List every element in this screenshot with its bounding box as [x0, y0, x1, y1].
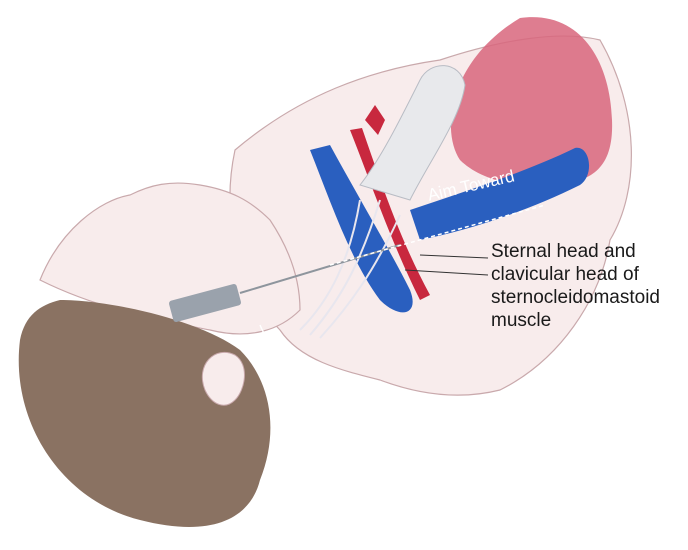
annotation-line-3: sternocleidomastoid	[491, 286, 686, 309]
annotation-line-2: clavicular head of	[491, 263, 686, 286]
annotation-line-1: Sternal head and	[491, 240, 686, 263]
angle-label: 30°	[266, 351, 292, 371]
muscle-annotation: Sternal head and clavicular head of ster…	[491, 240, 686, 332]
annotation-line-4: muscle	[491, 309, 686, 332]
